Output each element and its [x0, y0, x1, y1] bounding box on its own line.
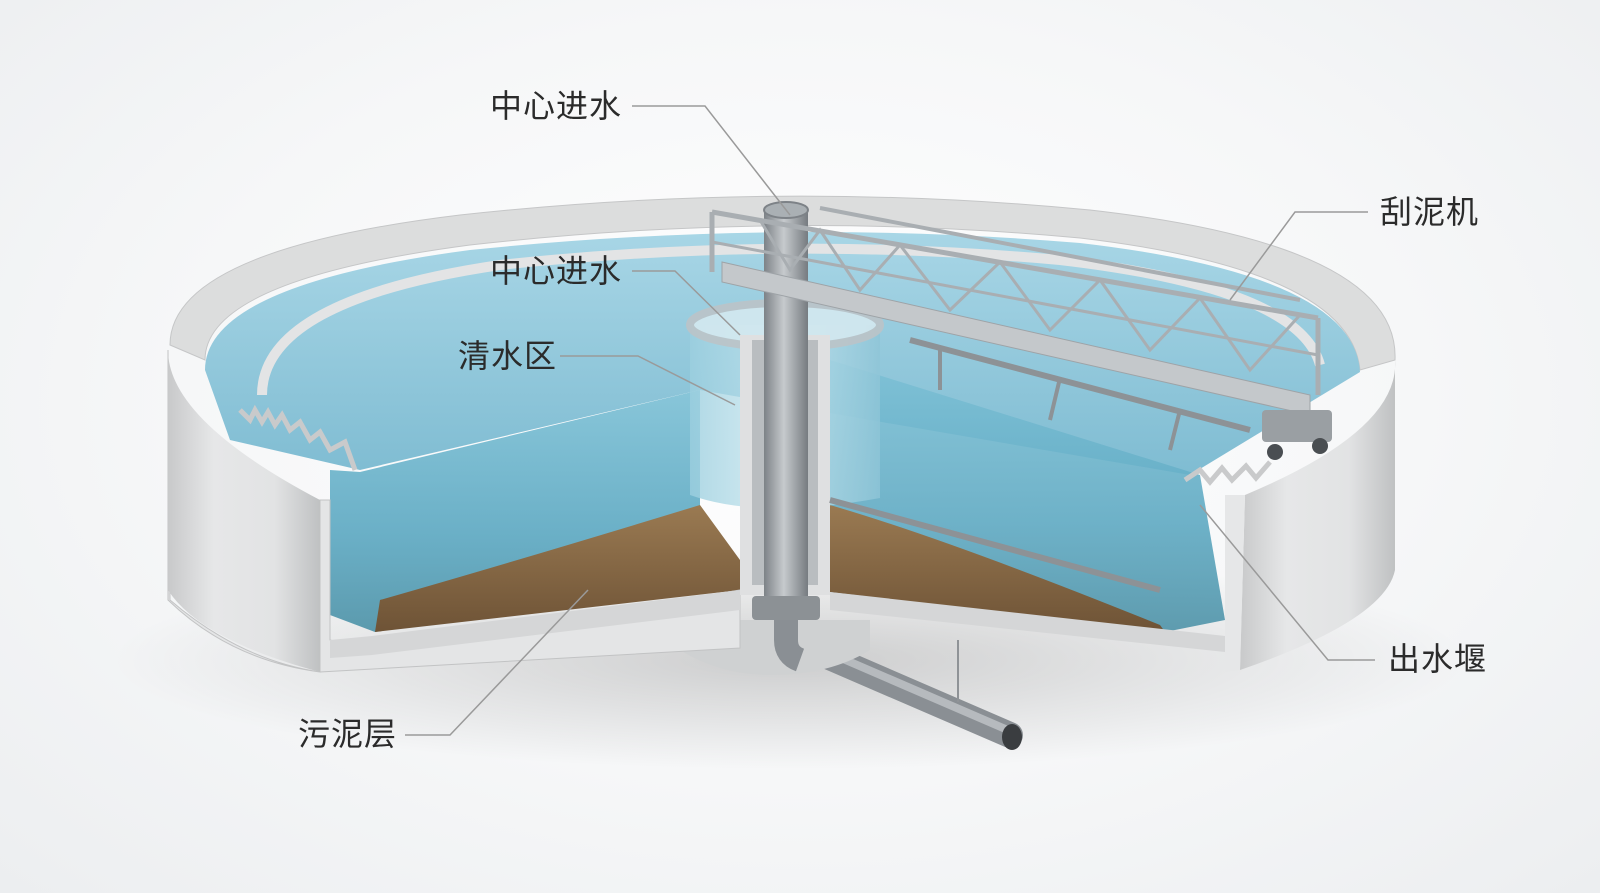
- sludge-section-left: [375, 505, 740, 632]
- floor-slab-right: [830, 592, 1225, 652]
- outer-wall-right-face: [1240, 360, 1396, 670]
- label-outlet-weir: 出水堰: [1388, 640, 1488, 678]
- outer-wall-left-face: [168, 350, 320, 672]
- center-column: [764, 210, 808, 610]
- label-clear-water-zone: 清水区: [458, 337, 558, 375]
- floor-slab-left: [330, 590, 740, 658]
- leader-center-inlet-top: [632, 105, 791, 216]
- outer-wall-back: [169, 195, 1396, 371]
- column-flange: [752, 596, 820, 620]
- inlet-elbow: [774, 620, 805, 672]
- launder-teeth-right: [1183, 460, 1272, 486]
- label-sludge-layer: 污泥层: [298, 715, 398, 753]
- leader-scraper: [1229, 211, 1368, 301]
- scraper-bridge: [709, 206, 1321, 451]
- label-scraper: 刮泥机: [1380, 193, 1480, 231]
- label-center-inlet-mid: 中心进水: [490, 252, 623, 290]
- launder-teeth-left: [238, 404, 358, 471]
- leader-sludge: [405, 589, 589, 736]
- leader-clear-water: [560, 355, 736, 406]
- drive-carriage: [1262, 410, 1332, 460]
- scraper-arm: [829, 497, 1161, 593]
- label-center-inlet-top: 中心进水: [490, 87, 623, 125]
- cut-wall-right: [1225, 495, 1245, 672]
- leader-outlet-weir: [1199, 504, 1375, 661]
- sludge-section-right: [830, 505, 1165, 632]
- leader-lines: [405, 105, 1375, 736]
- leader-center-inlet-mid: [632, 270, 741, 336]
